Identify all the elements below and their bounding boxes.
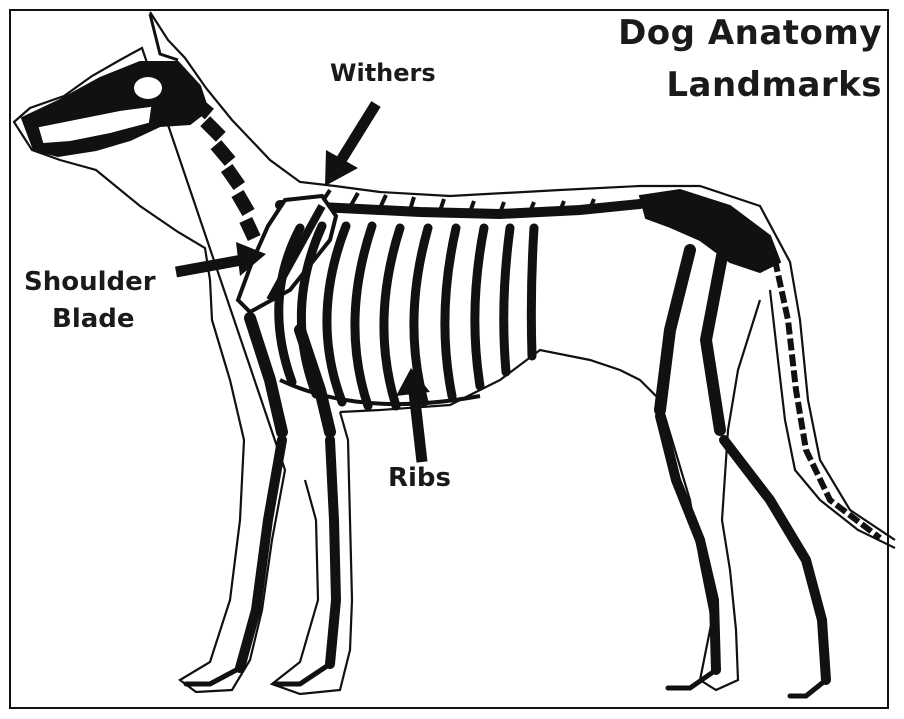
ribs-arrow [396, 368, 430, 462]
title-line-1: Dog Anatomy [618, 14, 882, 52]
front-leg-bones [186, 318, 336, 684]
shoulder-blade-label-line-1: Shoulder [24, 268, 156, 297]
hind-leg-bones [660, 250, 826, 696]
pelvis-bone [640, 190, 780, 272]
eye-socket [134, 77, 162, 99]
ear [150, 14, 178, 60]
withers-label: Withers [330, 60, 436, 87]
title-line-2: Landmarks [666, 66, 882, 104]
withers-arrow [325, 104, 376, 186]
ribs-label: Ribs [388, 464, 451, 493]
shoulder-blade-label-line-2: Blade [52, 305, 135, 334]
tail-vertebrae [775, 260, 880, 538]
